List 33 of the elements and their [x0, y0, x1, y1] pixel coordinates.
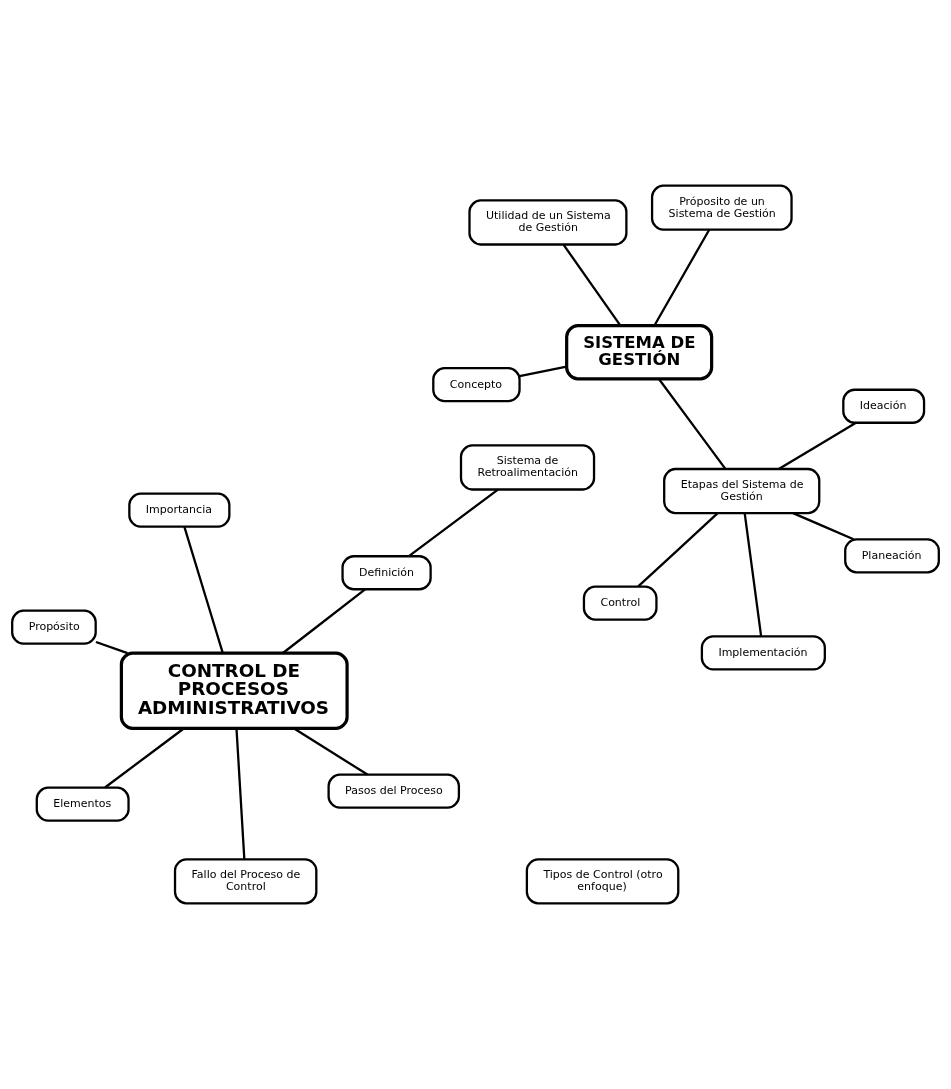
- connector: [408, 488, 499, 557]
- connector: [282, 588, 366, 654]
- node-box: SISTEMA DE GESTIÓN: [565, 324, 714, 381]
- node-box: CONTROL DE PROCESOS ADMINISTRATIVOS: [119, 651, 349, 730]
- node-box: Ideación: [842, 388, 926, 424]
- connector: [792, 512, 854, 541]
- node-box: Importancia: [128, 492, 231, 528]
- node-box: Implementación: [700, 635, 826, 671]
- connector: [637, 512, 719, 588]
- node-box: Concepto: [432, 367, 521, 403]
- node-box: Propósito: [11, 609, 97, 645]
- node-box: Definición: [341, 555, 432, 591]
- node-box: Tipos de Control (otro enfoque): [525, 858, 680, 905]
- node-box: Control: [582, 585, 658, 621]
- connector: [778, 421, 857, 470]
- connector: [293, 727, 369, 776]
- node-box: Fallo del Proceso de Control: [173, 858, 318, 905]
- connector: [235, 728, 246, 860]
- connector: [562, 243, 622, 326]
- connector: [95, 640, 128, 655]
- node-box: Etapas del Sistema de Gestión: [663, 467, 821, 515]
- connector: [519, 365, 567, 378]
- connector: [743, 513, 763, 637]
- connector: [658, 378, 727, 470]
- node-box: Sistema de Retroalimentación: [459, 444, 596, 491]
- node-box: Planeación: [844, 538, 940, 574]
- node-box: Utilidad de un Sistema de Gestión: [468, 199, 628, 246]
- connector: [183, 526, 224, 654]
- node-box: Elementos: [35, 786, 130, 822]
- connector: [104, 727, 185, 789]
- node-box: Próposito de un Sistema de Gestión: [650, 184, 793, 231]
- node-box: Pasos del Proceso: [327, 773, 461, 809]
- connector: [653, 229, 711, 327]
